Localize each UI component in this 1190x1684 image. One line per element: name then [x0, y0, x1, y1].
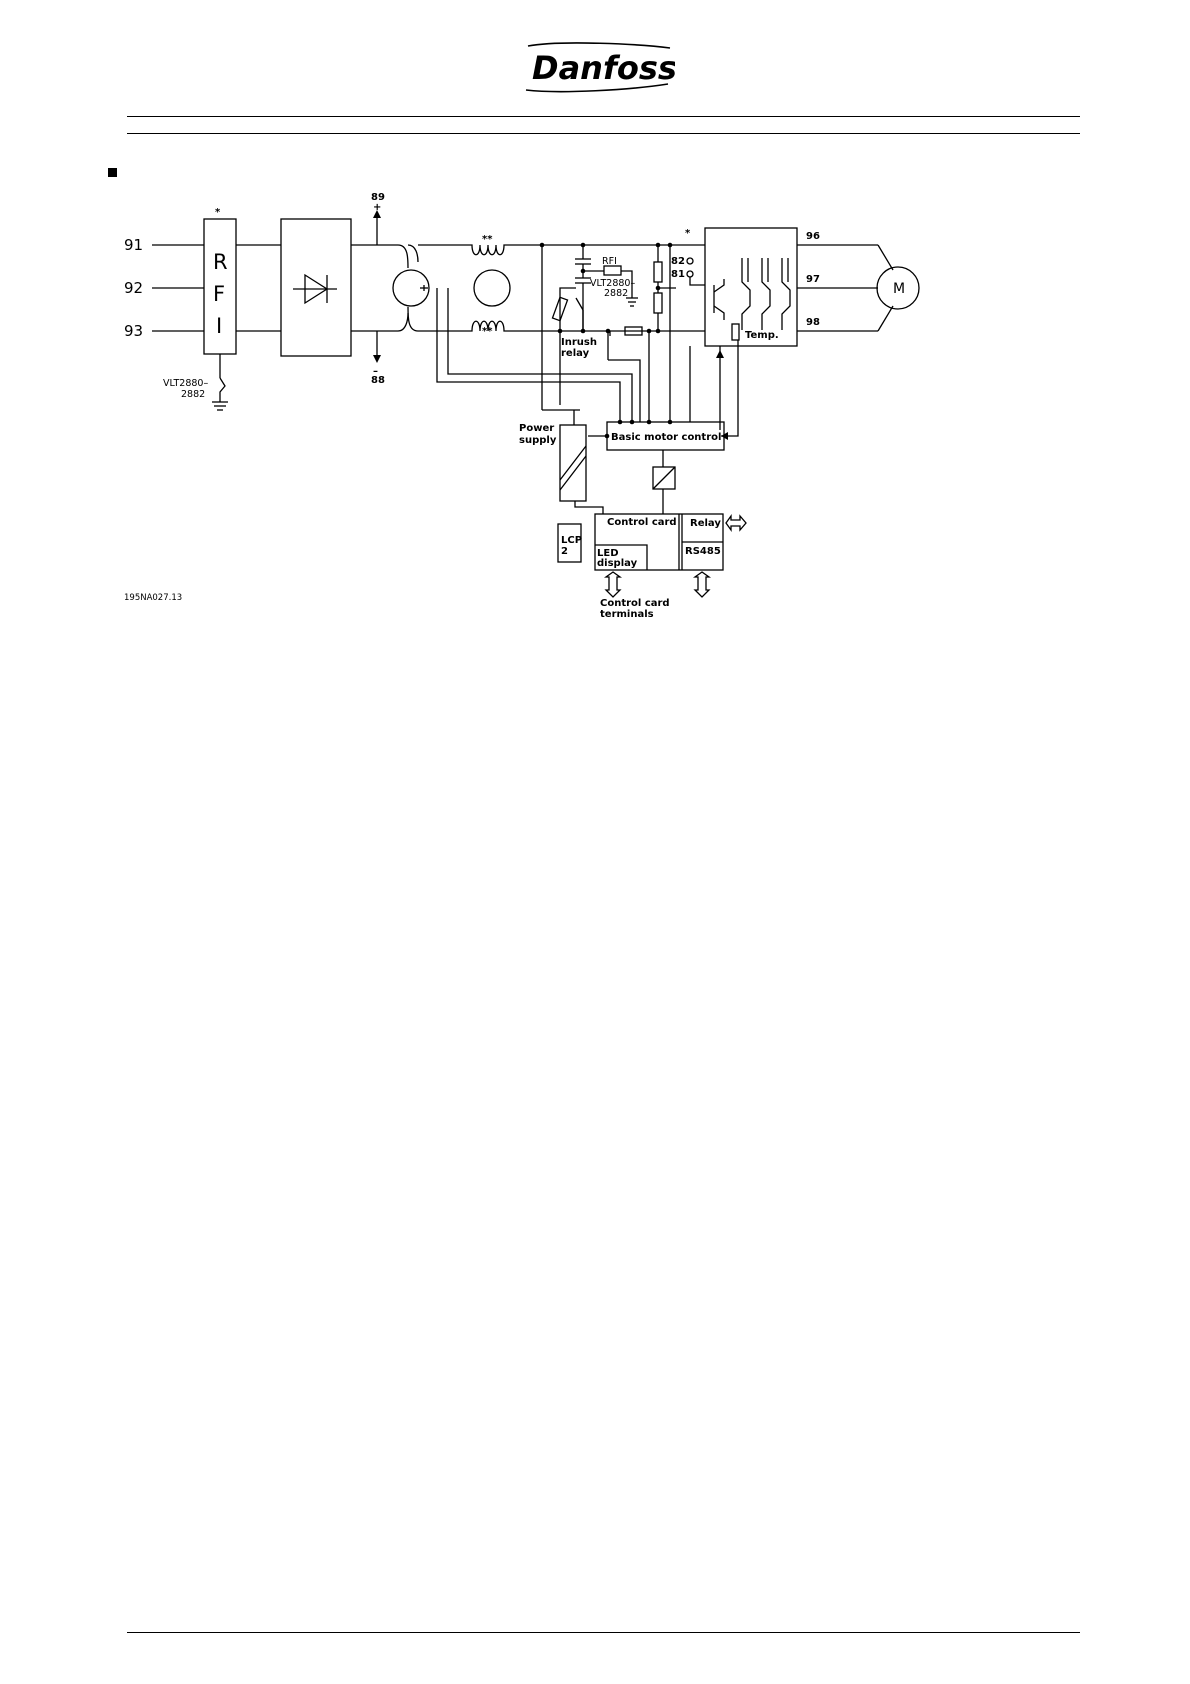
vlt-switch-label-1: VLT2880– — [163, 378, 208, 389]
shunt-sense-wire — [608, 360, 640, 422]
rfi-letter-i: I — [216, 314, 222, 338]
junction-dot — [630, 420, 635, 425]
rfi-asterisk: * — [215, 207, 221, 218]
terminal-98-label: 98 — [806, 317, 820, 328]
junction-dot — [558, 329, 563, 334]
igbt-leg-2 — [762, 258, 770, 330]
rectifier-box — [281, 219, 351, 356]
terminal-82-post — [687, 258, 693, 264]
terminal-89-sign: + — [373, 202, 381, 213]
voltage-divider-resistor-2 — [654, 293, 662, 313]
control-card-terminals-label-2: terminals — [600, 609, 654, 620]
brake-igbt-collector — [714, 279, 724, 292]
terminal-82-label: 82 — [671, 256, 685, 267]
motor-label: M — [893, 281, 905, 297]
dc-coil-upper — [470, 245, 542, 255]
rfi-disconnect-switch — [220, 378, 225, 402]
terminal-93-label: 93 — [124, 322, 143, 340]
motor-lead-u — [878, 245, 893, 270]
junction-dot — [618, 420, 623, 425]
brake-resistor-wire — [690, 277, 705, 285]
inverter-box — [705, 228, 797, 346]
ct1-signal-wire — [437, 288, 620, 422]
drawing-reference: 195NA027.13 — [124, 593, 182, 603]
junction-dot — [605, 434, 610, 439]
junction-dot — [581, 243, 586, 248]
rfi-letter-r: R — [213, 250, 228, 274]
terminal-92-label: 92 — [124, 279, 143, 297]
isolation-diagonal — [653, 467, 675, 489]
vlt-switch-label-2: 2882 — [181, 389, 205, 400]
inrush-label-1: Inrush — [561, 337, 597, 348]
terminal-81-post — [687, 271, 693, 277]
terminal-88-arrow-icon — [373, 355, 381, 363]
ct-loop-lower — [408, 307, 418, 331]
inrush-label-2: relay — [561, 348, 590, 359]
junction-dot — [656, 286, 661, 291]
rfi-letter-f: F — [213, 282, 225, 306]
power-supply-diag-1 — [560, 446, 586, 480]
ct2-signal-wire — [448, 288, 632, 422]
junction-dot — [668, 420, 673, 425]
junction-dot — [540, 243, 545, 248]
ct-loop-upper-right — [408, 245, 418, 262]
led-label-2: display — [597, 558, 638, 569]
terminal-81-label: 81 — [671, 269, 685, 280]
terminals-arrow-icon — [606, 572, 620, 597]
junction-dot — [581, 269, 586, 274]
temp-label: Temp. — [745, 330, 779, 341]
lcp-label-2: 2 — [561, 546, 568, 557]
relay-label: Relay — [690, 518, 721, 529]
junction-dot — [656, 243, 661, 248]
basic-motor-control-label: Basic motor control — [611, 432, 721, 443]
terminal-96-label: 96 — [806, 231, 820, 242]
ct-loop-lower-left — [398, 313, 408, 331]
control-card-label: Control card — [607, 517, 677, 528]
junction-dot — [647, 420, 652, 425]
igbt-leg-1 — [742, 258, 750, 330]
power-supply-label-1: Power — [519, 423, 554, 434]
power-supply-diag-2 — [560, 456, 586, 490]
dc-coil-lower — [470, 321, 542, 331]
rfi-small-label: RFI — [602, 256, 617, 267]
vlt-small-label-2: 2882 — [604, 288, 628, 299]
junction-dot — [606, 329, 611, 334]
relay-contact — [576, 298, 583, 310]
lcp-label-1: LCP — [561, 535, 582, 546]
coil-asterisks-upper: ** — [482, 234, 493, 245]
voltage-divider-resistor-1 — [654, 262, 662, 282]
rfi-cap-resistor — [604, 266, 621, 275]
relay-arrow-icon — [726, 516, 746, 530]
control-card-terminals-label-1: Control card — [600, 598, 670, 609]
temp-sensor — [732, 324, 739, 340]
motor-lead-w — [878, 306, 893, 331]
terminal-88-label: 88 — [371, 375, 385, 386]
terminal-97-label: 97 — [806, 274, 820, 285]
coil-asterisks-lower: ** — [482, 326, 493, 337]
rs485-arrow-icon — [695, 572, 709, 597]
rs485-label: RS485 — [685, 546, 721, 557]
ct-loop-upper — [398, 245, 408, 268]
power-supply-label-2: supply — [519, 435, 557, 446]
junction-dot — [656, 329, 661, 334]
brake-igbt-emitter — [714, 306, 724, 320]
terminal-91-label: 91 — [124, 236, 143, 254]
igbt-leg-3 — [782, 258, 790, 330]
junction-dot — [581, 329, 586, 334]
ps-to-control — [575, 501, 603, 514]
inverter-asterisk: * — [685, 228, 691, 239]
coil-core — [474, 270, 510, 306]
junction-dot — [647, 329, 652, 334]
junction-dot — [668, 243, 673, 248]
feedback-arrow-icon — [716, 350, 724, 358]
relay-coil-link — [560, 288, 576, 295]
